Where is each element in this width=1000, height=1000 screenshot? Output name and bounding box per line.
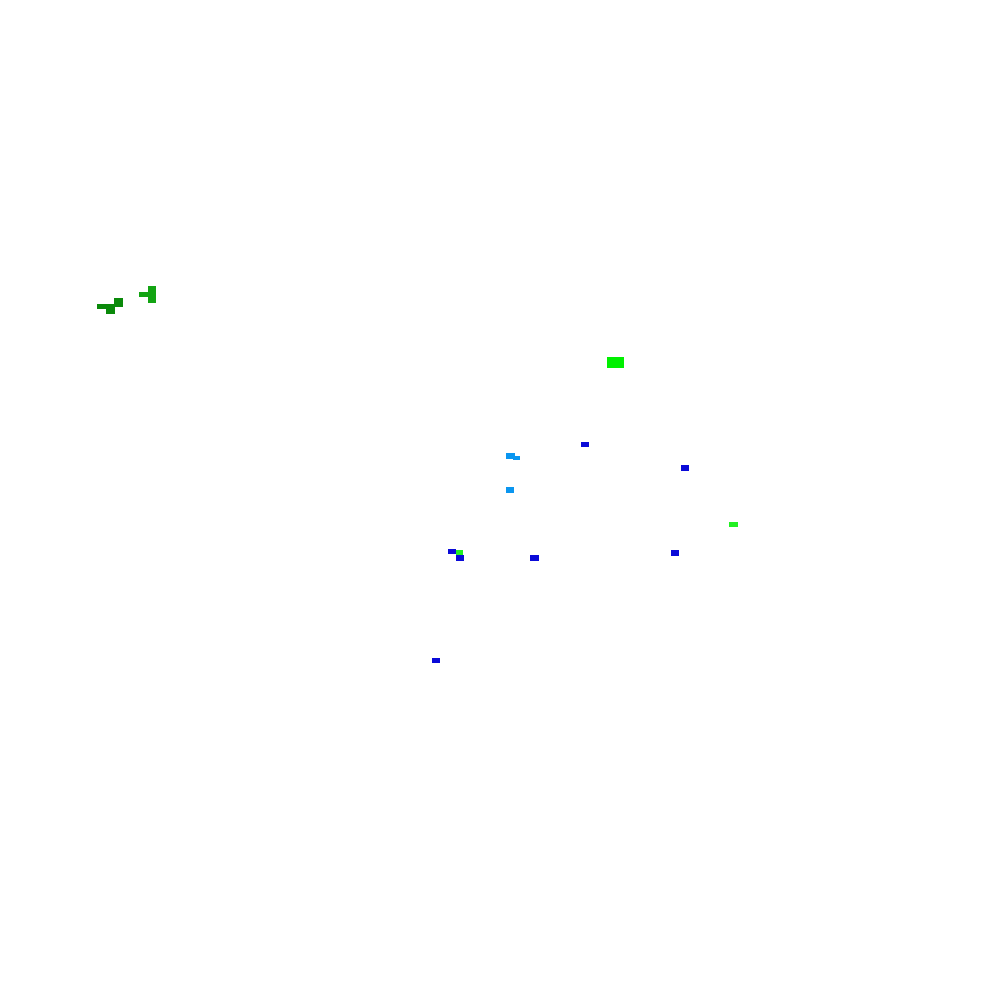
green-dots-fragment-1 — [729, 522, 738, 527]
green-cluster-left-fragment-3 — [114, 298, 123, 307]
blue-dots-fragment-2 — [681, 465, 689, 471]
green-dots-fragment-2 — [456, 550, 463, 555]
bright-green-block-fragment-1 — [607, 357, 624, 368]
green-cluster-left — [97, 298, 123, 314]
green-cluster-left-fragment-1 — [97, 304, 111, 309]
sky-blue-marks-fragment-3 — [506, 487, 514, 493]
bright-green-block — [607, 357, 624, 368]
sky-blue-marks-fragment-1 — [506, 453, 515, 459]
blue-dots-fragment-3 — [448, 549, 456, 554]
green-cluster-upper-fragment-2 — [148, 286, 156, 303]
green-cluster-upper-fragment-1 — [139, 292, 149, 297]
sky-blue-marks — [506, 453, 520, 493]
blue-dots-fragment-1 — [581, 442, 589, 447]
blue-dots-fragment-5 — [530, 555, 539, 561]
blue-dots-fragment-7 — [432, 658, 440, 663]
blue-dots-fragment-6 — [671, 550, 679, 556]
sky-blue-marks-fragment-2 — [513, 456, 520, 460]
blue-dots — [432, 442, 689, 663]
green-cluster-upper — [139, 286, 156, 303]
blue-dots-fragment-4 — [456, 555, 464, 561]
green-cluster-left-fragment-2 — [106, 304, 115, 314]
green-dots — [456, 522, 738, 555]
